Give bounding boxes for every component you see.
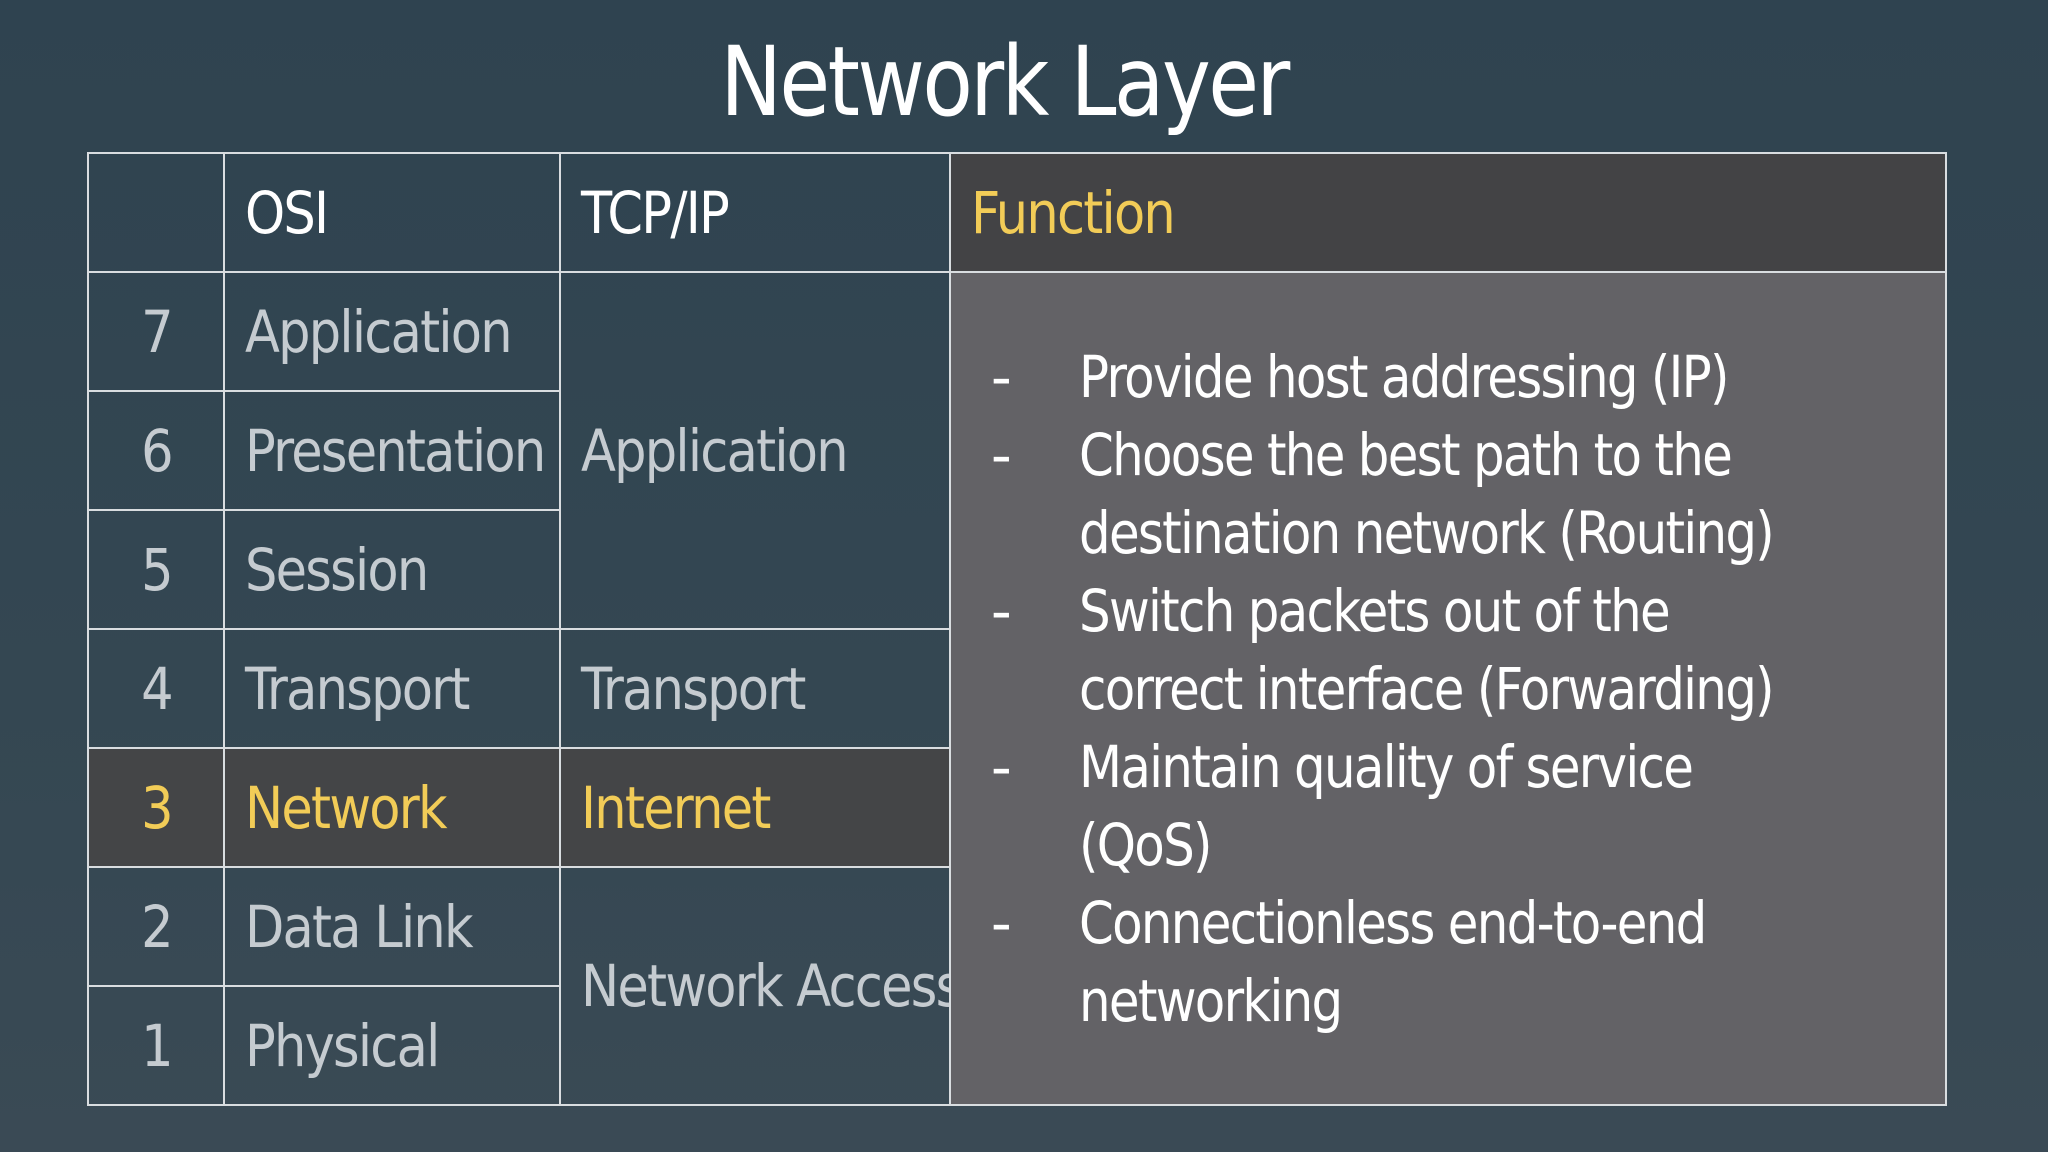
layer-number: 4	[86, 628, 226, 749]
table-row: 1 Physical	[86, 985, 1946, 1106]
layer-number: 5	[86, 509, 226, 630]
slide-title: Network Layer	[720, 26, 1290, 138]
bullet-dash: -	[990, 888, 1012, 957]
list-item: -Connectionless end-to-end networking	[990, 884, 1944, 1040]
table-row: 5 Session	[86, 509, 1946, 630]
header-tcpip-label: TCP/IP	[580, 178, 730, 247]
osi-layer-name: Presentation	[223, 390, 561, 511]
osi-tcpip-table: OSI TCP/IP Function 7 Application Applic…	[86, 152, 1948, 1106]
table-row: 4 Transport Transport	[86, 628, 1946, 749]
header-function-label: Function	[970, 178, 1176, 247]
table-row: 6 Presentation	[86, 390, 1946, 511]
table-row: 2 Data Link Network Access	[86, 866, 1946, 1106]
header-tcpip: TCP/IP	[558, 152, 951, 273]
osi-layer-name: Physical	[223, 985, 561, 1106]
header-function: Function	[948, 152, 1948, 273]
osi-layer-name: Application	[223, 271, 561, 392]
osi-layer-name: Network	[223, 747, 561, 868]
list-item: -Switch packets out of the correct inter…	[990, 572, 1944, 728]
bullet-dash: -	[990, 342, 1012, 411]
bullet-dash: -	[990, 732, 1012, 801]
tcpip-layer-network-access: Network Access	[558, 866, 951, 1106]
function-list-cell: -Provide host addressing (IP) -Choose th…	[948, 271, 1948, 1106]
bullet-dash: -	[990, 576, 1012, 645]
layer-number: 3	[86, 747, 226, 868]
function-list: -Provide host addressing (IP) -Choose th…	[952, 338, 1944, 1040]
table-row: 7 Application Application -Provide host …	[86, 271, 1948, 1106]
tcpip-layer-internet: Internet	[558, 747, 951, 868]
list-item: -Maintain quality of service (QoS)	[990, 728, 1944, 884]
layer-number: 2	[86, 866, 226, 987]
table-header-row: OSI TCP/IP Function	[86, 152, 1948, 273]
osi-layer-name: Data Link	[223, 866, 561, 987]
bullet-dash: -	[990, 420, 1012, 489]
layer-number: 1	[86, 985, 226, 1106]
list-item: -Choose the best path to the destination…	[990, 416, 1944, 572]
header-osi-label: OSI	[245, 178, 329, 247]
tcpip-layer-application: Application	[558, 271, 951, 630]
layer-number: 6	[86, 390, 226, 511]
osi-layer-name: Session	[223, 509, 561, 630]
list-item: -Provide host addressing (IP)	[990, 338, 1944, 416]
header-layer-number	[86, 152, 226, 273]
tcpip-layer-transport: Transport	[558, 628, 951, 749]
osi-layer-name: Transport	[223, 628, 561, 749]
header-osi: OSI	[223, 152, 561, 273]
layer-number: 7	[86, 271, 226, 392]
